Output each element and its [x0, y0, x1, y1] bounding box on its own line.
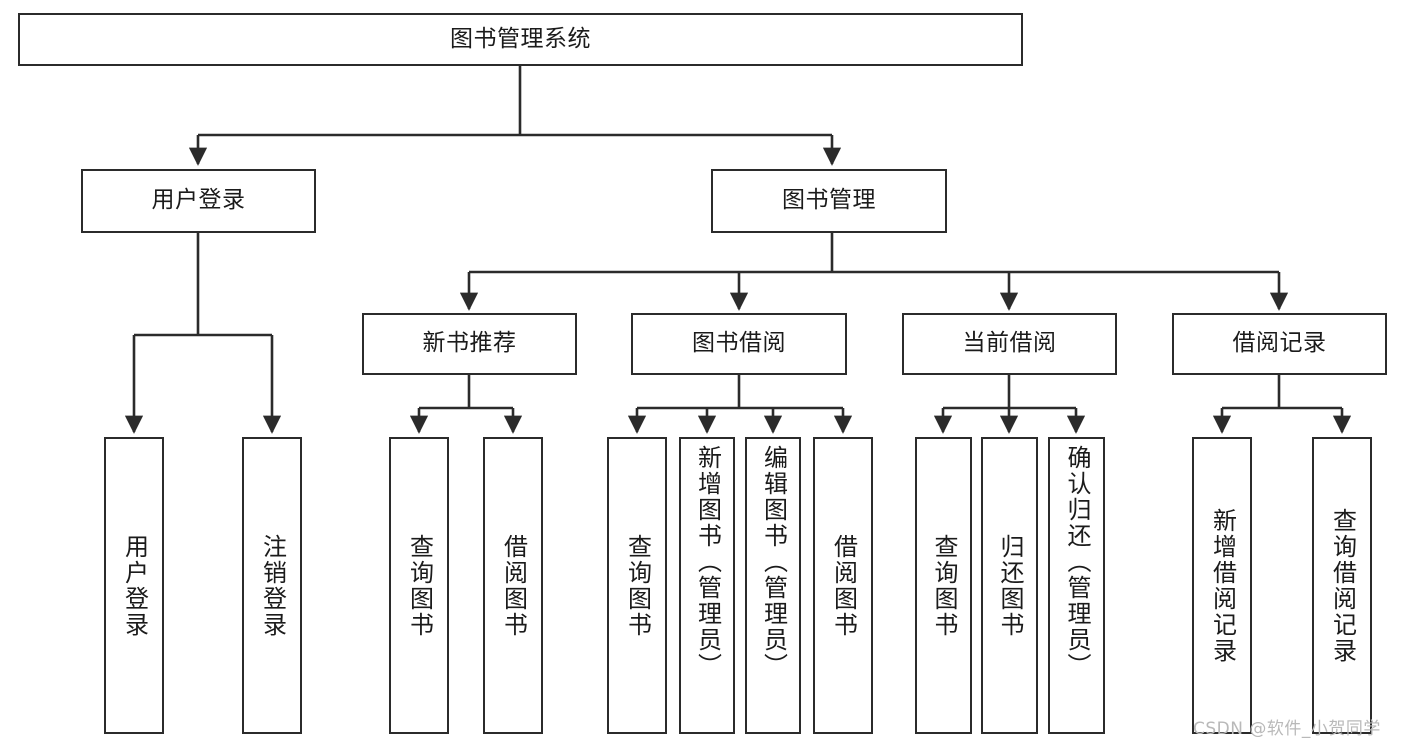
leaf-user-login-1[interactable]: 注销登录 [242, 437, 302, 734]
leaf-label: 查询借阅记录 [1328, 507, 1357, 664]
leaf-book-borrow-1[interactable]: 新增图书（管理员） [679, 437, 735, 734]
leaf-label: 查询图书 [405, 533, 434, 638]
leaf-current-borrow-0[interactable]: 查询图书 [915, 437, 972, 734]
node-borrow-record[interactable]: 借阅记录 [1172, 313, 1387, 375]
leaf-new-book-recommend-0[interactable]: 查询图书 [389, 437, 449, 734]
leaf-user-login-0[interactable]: 用户登录 [104, 437, 164, 734]
leaf-current-borrow-1[interactable]: 归还图书 [981, 437, 1038, 734]
node-user-login[interactable]: 用户登录 [81, 169, 316, 233]
leaf-book-borrow-2[interactable]: 编辑图书（管理员） [745, 437, 801, 734]
leaf-label: 新增借阅记录 [1208, 507, 1237, 664]
leaf-book-borrow-0[interactable]: 查询图书 [607, 437, 667, 734]
leaf-label: 编辑图书（管理员） [759, 445, 788, 679]
leaf-label: 查询图书 [929, 533, 958, 638]
leaf-label: 归还图书 [995, 533, 1024, 638]
node-book-management[interactable]: 图书管理 [711, 169, 947, 233]
leaf-label: 借阅图书 [829, 533, 858, 638]
leaf-label: 借阅图书 [499, 533, 528, 638]
leaf-borrow-record-0[interactable]: 新增借阅记录 [1192, 437, 1252, 734]
leaf-label: 确认归还（管理员） [1062, 445, 1091, 679]
leaf-borrow-record-1[interactable]: 查询借阅记录 [1312, 437, 1372, 734]
leaf-label: 注销登录 [258, 533, 287, 638]
node-current-borrow[interactable]: 当前借阅 [902, 313, 1117, 375]
leaf-label: 查询图书 [623, 533, 652, 638]
leaf-new-book-recommend-1[interactable]: 借阅图书 [483, 437, 543, 734]
leaf-label: 新增图书（管理员） [693, 445, 722, 679]
leaf-label: 用户登录 [120, 533, 149, 638]
leaf-book-borrow-3[interactable]: 借阅图书 [813, 437, 873, 734]
node-book-borrow[interactable]: 图书借阅 [631, 313, 847, 375]
leaf-current-borrow-2[interactable]: 确认归还（管理员） [1048, 437, 1105, 734]
node-root[interactable]: 图书管理系统 [18, 13, 1023, 66]
node-new-book-recommend[interactable]: 新书推荐 [362, 313, 577, 375]
